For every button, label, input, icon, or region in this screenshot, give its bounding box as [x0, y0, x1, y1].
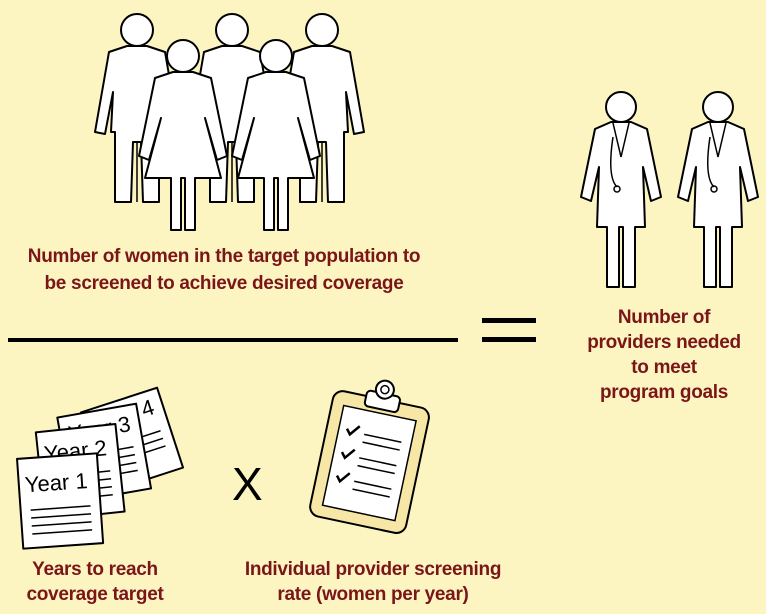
- multiply-sign: X: [232, 458, 263, 510]
- women-caption-line-1: Number of women in the target population…: [27, 246, 421, 267]
- providers-caption-line-3: to meet: [631, 357, 697, 378]
- year-pages-icon: Year 4 Year 3 Year 2 Year 1: [16, 386, 185, 550]
- equals-sign: [482, 318, 536, 342]
- years-caption-line-1: Years to reach: [32, 559, 158, 580]
- women-group-icon: [94, 13, 365, 231]
- providers-caption-line-4: program goals: [599, 382, 729, 403]
- providers-caption-line-2: providers needed: [587, 332, 741, 353]
- rate-caption: Individual provider screening rate (wome…: [223, 557, 523, 607]
- doctor-icon: [677, 91, 759, 288]
- providers-caption: Number of providers needed to meet progr…: [562, 305, 766, 405]
- women-caption: Number of women in the target population…: [0, 243, 448, 297]
- years-caption-line-2: coverage target: [26, 584, 164, 605]
- year-1-label: Year 1: [24, 468, 88, 497]
- providers-group-icon: [580, 91, 759, 288]
- clipboard-icon: [309, 379, 430, 534]
- women-caption-line-2: be screened to achieve desired coverage: [44, 273, 404, 294]
- rate-caption-line-2: rate (women per year): [277, 584, 469, 605]
- calendar-page-icon: Year 1: [16, 452, 105, 550]
- providers-caption-line-1: Number of: [617, 307, 711, 328]
- years-caption: Years to reach coverage target: [0, 557, 190, 607]
- rate-caption-line-1: Individual provider screening: [244, 559, 502, 580]
- doctor-icon: [580, 91, 662, 288]
